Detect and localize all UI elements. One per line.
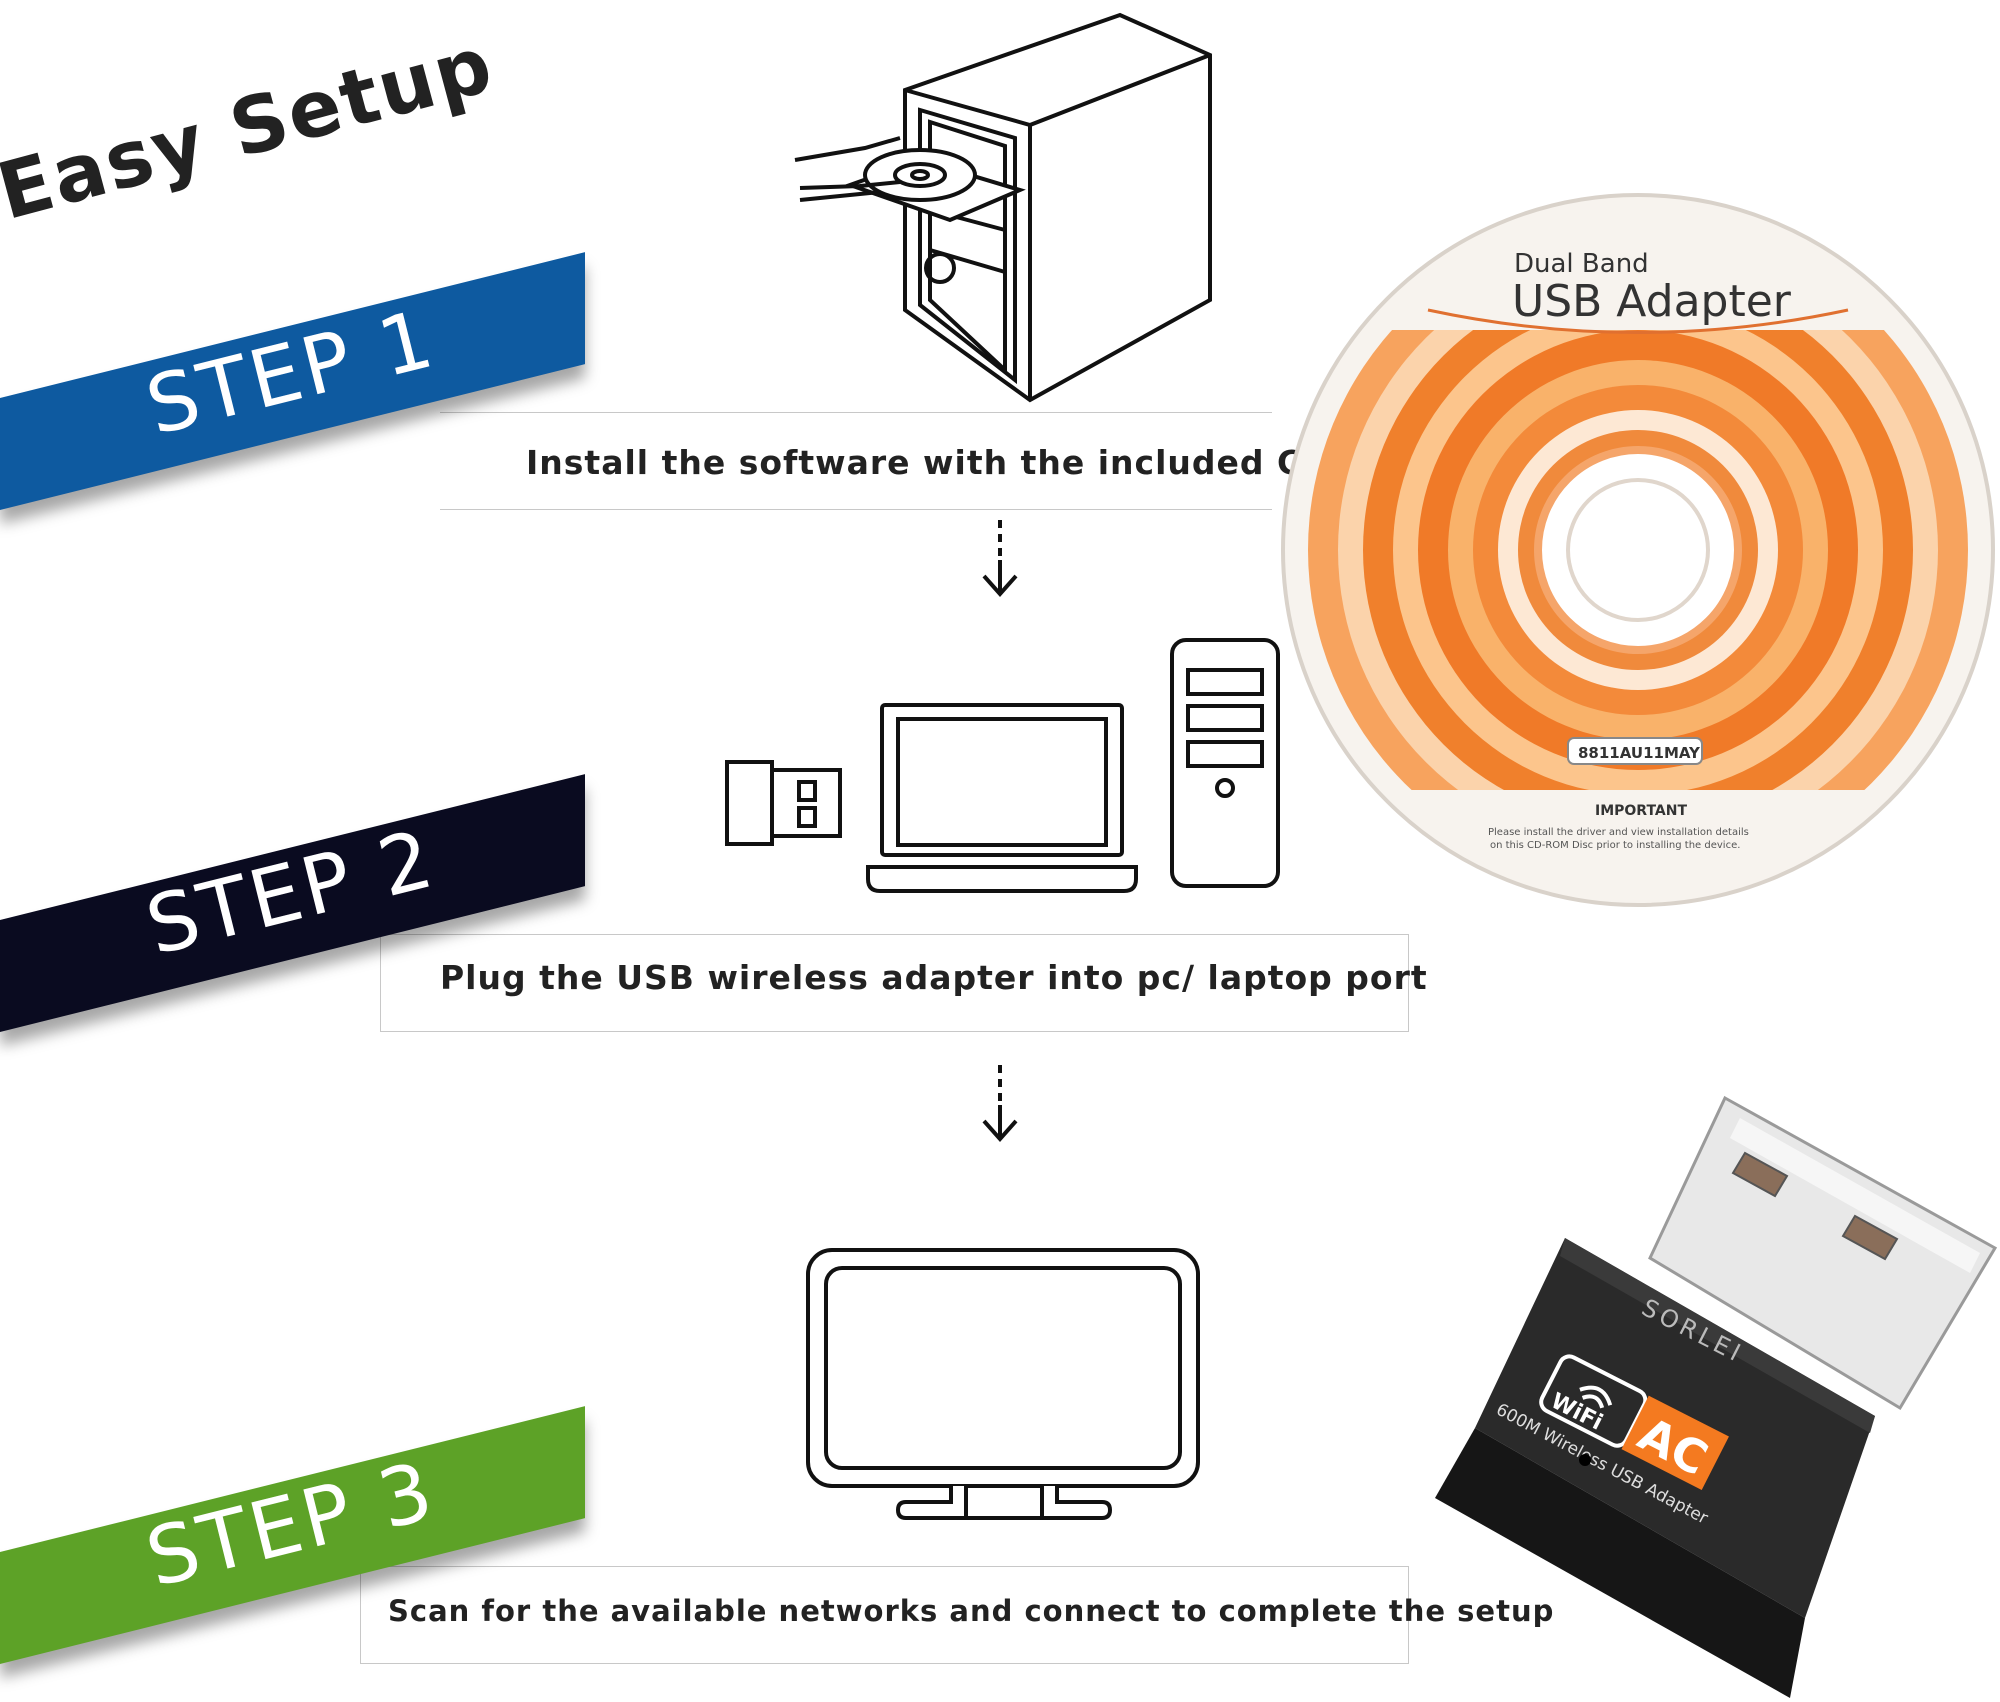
laptop-icon: [866, 703, 1138, 893]
arrow-down-icon: [982, 1065, 1018, 1143]
usb-adapter-product: WiFi AC SORLEI 600M Wireless USB Adapter: [1435, 1095, 1998, 1698]
cd-disc: Dual Band USB Adapter 8811AU11MAY IMPORT…: [1281, 193, 1995, 907]
cd-line2: USB Adapter: [1512, 276, 1792, 327]
cd-code: 8811AU11MAY: [1578, 744, 1701, 762]
page-title: Easy Setup: [0, 19, 503, 239]
step3-instruction: Scan for the available networks and conn…: [388, 1594, 1555, 1628]
cd-note1: Please install the driver and view insta…: [1488, 827, 1749, 838]
usb-dongle-icon: [725, 760, 842, 846]
step1-instruction-box: [440, 412, 1272, 510]
step2-instruction: Plug the USB wireless adapter into pc/ l…: [440, 958, 1428, 997]
step3-instruction-box: [360, 1566, 1409, 1664]
step2-instruction-box: [380, 934, 1409, 1032]
monitor-icon: [806, 1248, 1200, 1520]
computer-tower-cd-icon: [794, 12, 1212, 403]
cd-note2: on this CD-ROM Disc prior to installing …: [1490, 840, 1740, 851]
desktop-tower-icon: [1170, 638, 1280, 888]
step1-instruction: Install the software with the included C…: [526, 443, 1331, 482]
cd-important: IMPORTANT: [1595, 803, 1687, 819]
arrow-down-icon: [982, 520, 1018, 598]
cd-line1: Dual Band: [1514, 249, 1649, 279]
